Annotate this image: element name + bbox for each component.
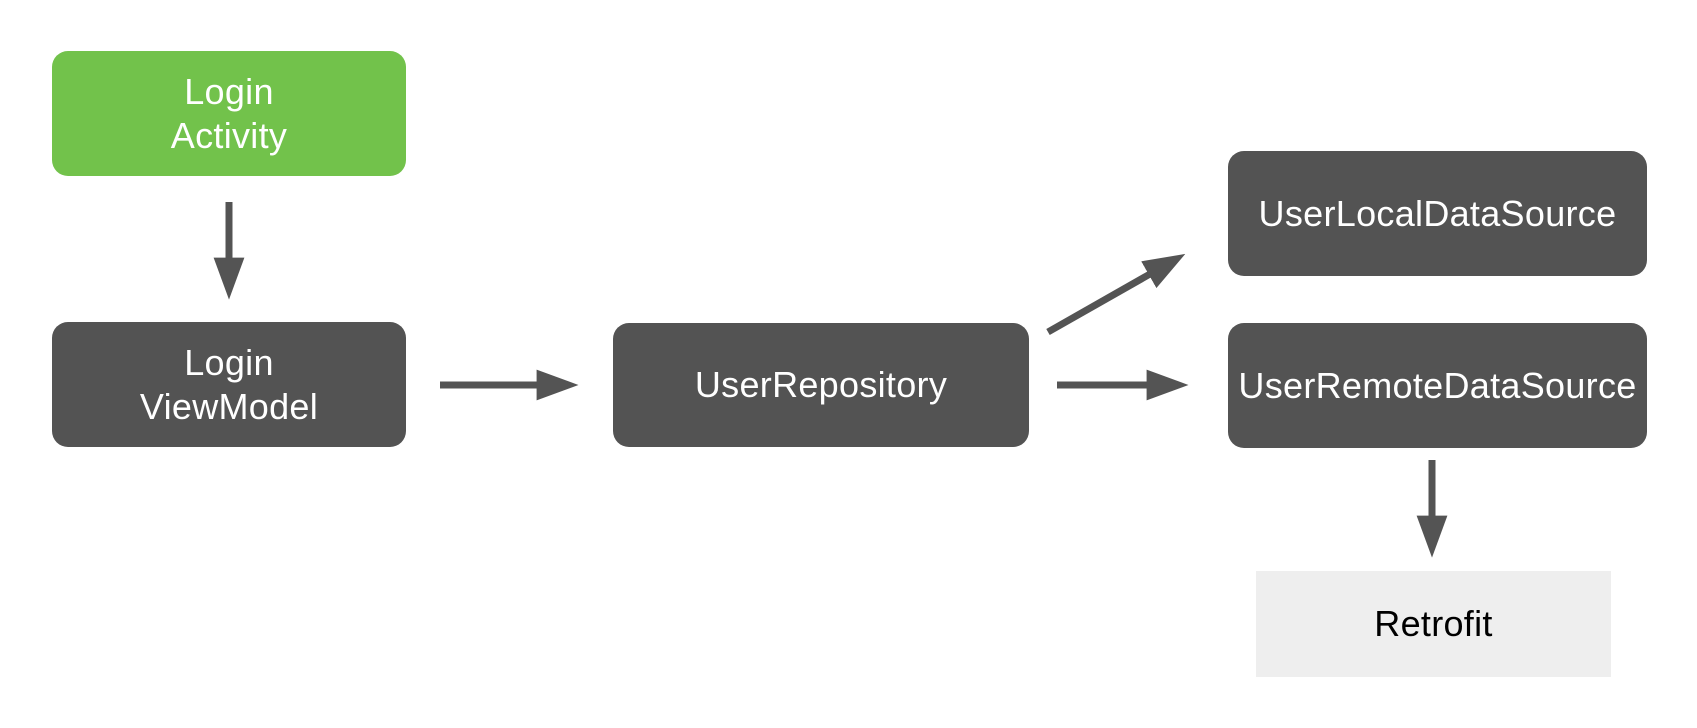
node-retrofit: Retrofit xyxy=(1256,571,1611,677)
node-user-repository: UserRepository xyxy=(613,323,1029,447)
node-login-viewmodel-label-line2: ViewModel xyxy=(139,385,319,427)
node-login-activity-label-line2: Activity xyxy=(170,114,288,156)
arrow-repository-to-localdatasource xyxy=(1046,253,1186,336)
node-login-activity-label-line1: Login xyxy=(184,70,274,112)
node-user-repository-label: UserRepository xyxy=(694,364,948,406)
node-login-activity: Login Activity xyxy=(52,51,406,176)
node-login-viewmodel-label-line1: Login xyxy=(184,341,274,383)
node-retrofit-label: Retrofit xyxy=(1374,603,1493,645)
node-user-remote-data-source-label: UserRemoteDataSource xyxy=(1238,364,1637,406)
node-login-viewmodel: Login ViewModel xyxy=(52,322,406,447)
node-user-remote-data-source: UserRemoteDataSource xyxy=(1228,323,1647,448)
node-user-local-data-source-label: UserLocalDataSource xyxy=(1258,192,1617,234)
node-user-local-data-source: UserLocalDataSource xyxy=(1228,151,1647,276)
